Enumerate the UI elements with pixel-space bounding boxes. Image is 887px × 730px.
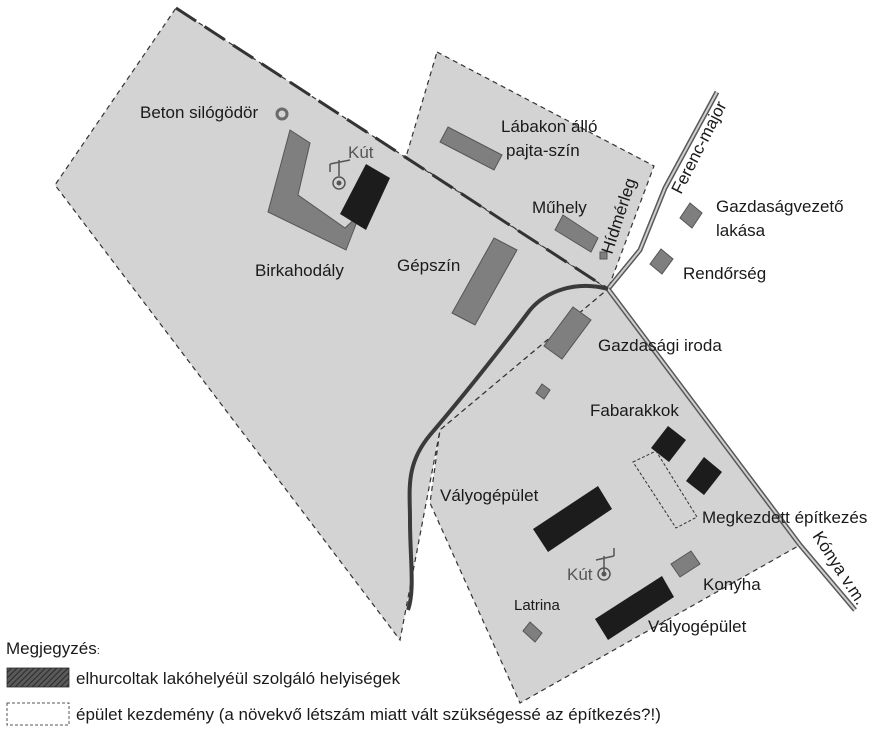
- building-hidmerleg: [599, 251, 608, 260]
- label-gazdasagi-iroda: Gazdasági iroda: [598, 336, 722, 355]
- building-fabarakk-1: [651, 426, 686, 462]
- label-kut-bottom: Kút: [567, 565, 593, 584]
- building-muhely: [554, 214, 599, 253]
- label-ferenc-major: Ferenc-major: [668, 98, 731, 197]
- label-kut-top: Kút: [348, 143, 374, 162]
- label-gepszin: Gépszín: [397, 256, 460, 275]
- area-top-parcel: [405, 51, 655, 290]
- building-rendorseg: [649, 248, 674, 275]
- building-valyogepulet-1: [533, 486, 612, 552]
- building-gepszin: [451, 237, 518, 326]
- legend-hatched-swatch: [6, 667, 70, 688]
- label-beton-silogodor: Beton silógödör: [140, 103, 258, 122]
- road-ferenc-major-inner: [607, 91, 718, 290]
- label-konyha: Konyha: [703, 575, 761, 594]
- label-lababon-allo: Lábakon álló: [501, 117, 597, 136]
- area-left-parcel: [54, 7, 610, 642]
- building-unfinished-dashed: [632, 450, 698, 529]
- label-rendorseg: Rendőrség: [683, 264, 766, 283]
- building-latrina: [522, 621, 543, 643]
- label-lakasa: lakása: [716, 221, 766, 240]
- building-birkahodaly-hatched: [340, 164, 390, 230]
- label-valyogepulet-2: Vályogépület: [648, 617, 747, 636]
- label-megkezdett-epitkezes: Megkezdett építkezés: [702, 508, 867, 527]
- label-birkahodaly: Birkahodály: [255, 261, 344, 280]
- building-small-shed: [535, 383, 551, 400]
- old-boundary-line: [175, 6, 609, 291]
- building-pajta-szin: [439, 126, 503, 171]
- label-muhely: Műhely: [532, 198, 587, 217]
- label-pajta-szin: pajta-szín: [506, 141, 580, 160]
- silo-pit-icon: [275, 107, 289, 121]
- dirt-path: [406, 284, 609, 611]
- legend-item-dashed: épület kezdemény (a növekvő létszám miat…: [76, 705, 661, 724]
- label-valyogepulet-1: Vályogépület: [440, 486, 539, 505]
- legend-heading: Megjegyzés:: [6, 639, 100, 658]
- legend: Megjegyzés: elhurcoltak lakóhelyéül szol…: [6, 639, 661, 726]
- well-icon-bottom: [595, 548, 615, 581]
- area-bottom-parcel: [429, 288, 801, 704]
- building-fabarakk-2: [686, 457, 722, 495]
- building-gazdasagi-iroda: [543, 306, 592, 360]
- label-fabarakkok: Fabarakkok: [590, 401, 679, 420]
- well-icon-top: [329, 159, 351, 190]
- legend-dashed-swatch: [6, 702, 70, 726]
- label-gazdasagvezeto: Gazdaságvezető: [716, 197, 844, 216]
- building-valyogepulet-2: [595, 576, 674, 640]
- label-latrina: Latrina: [514, 597, 561, 614]
- building-gazdasagvezeto-lakasa: [679, 202, 703, 229]
- building-konyha: [670, 550, 701, 578]
- legend-item-hatched: elhurcoltak lakóhelyéül szolgáló helyisé…: [76, 669, 401, 688]
- road-konya-vm-inner: [607, 288, 856, 611]
